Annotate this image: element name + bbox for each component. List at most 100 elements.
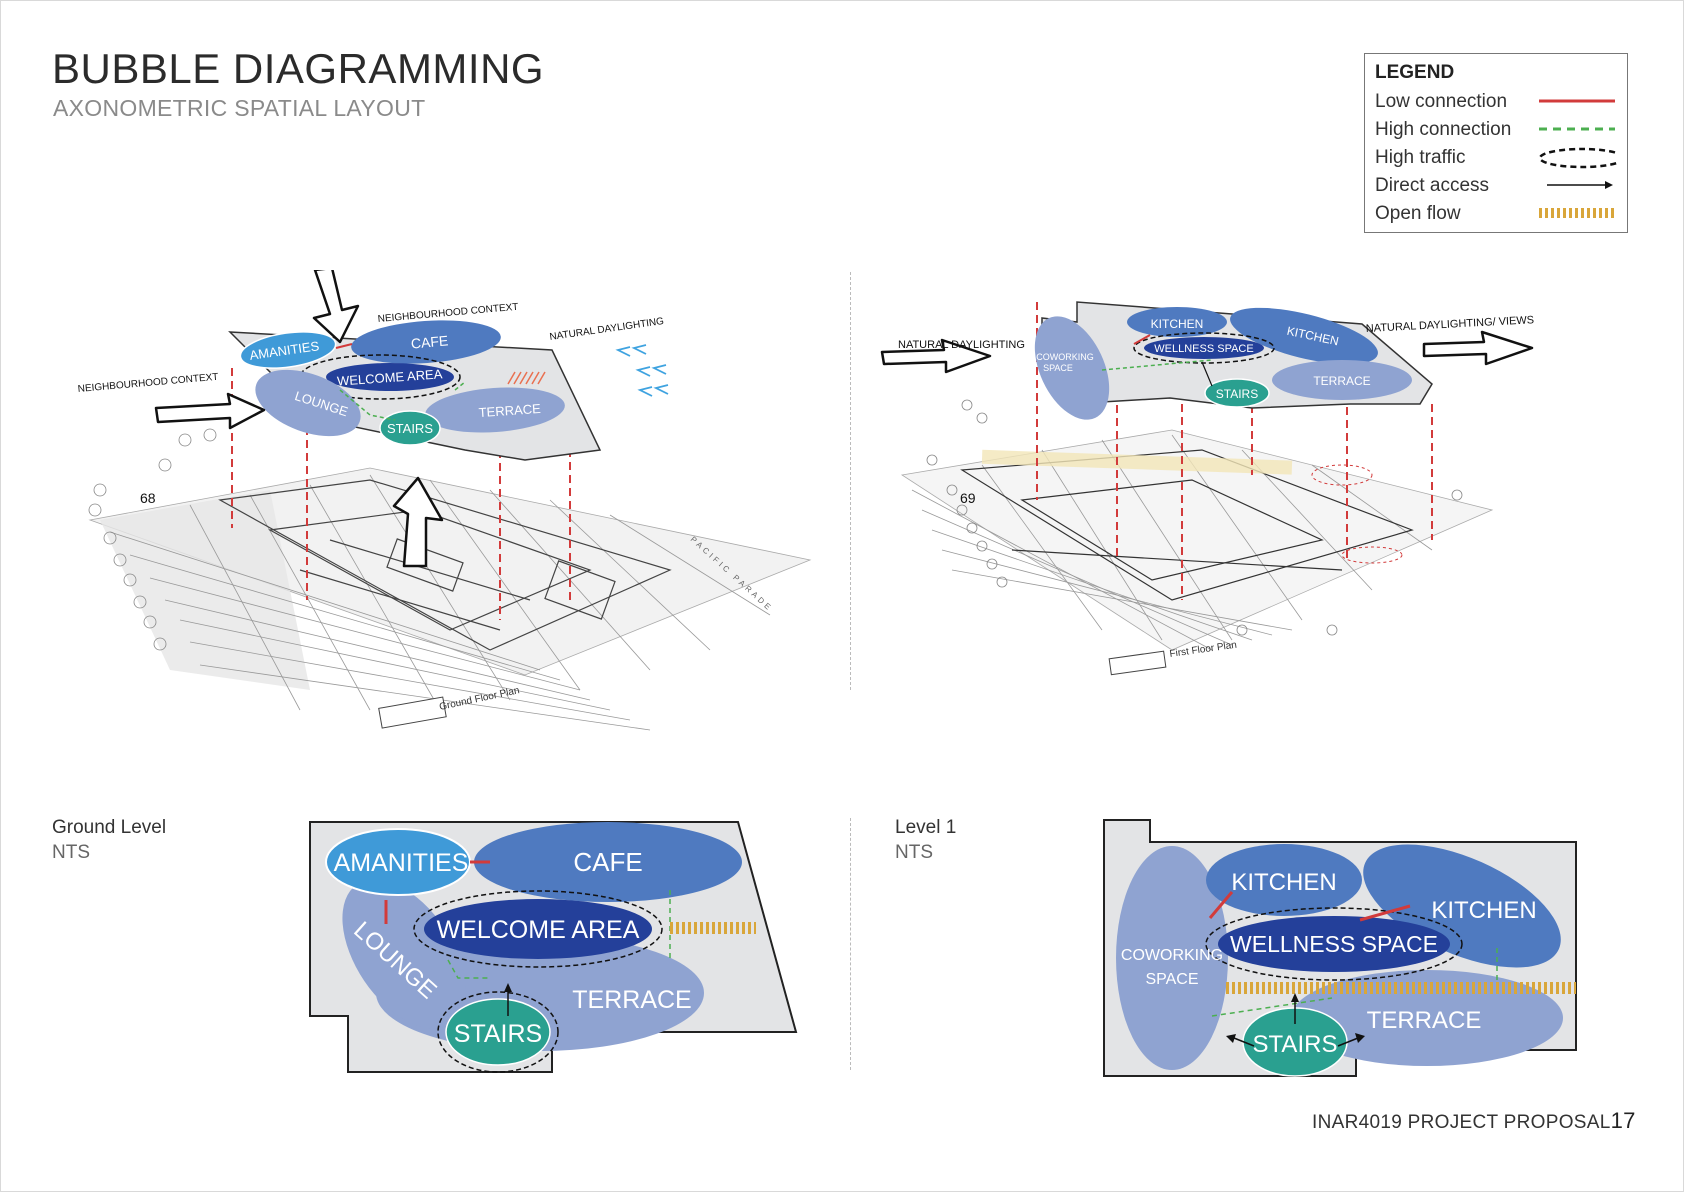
legend-item-high-traffic: High traffic	[1375, 147, 1465, 169]
context-arrow-top-icon	[312, 270, 360, 344]
high-connection-lines	[447, 890, 671, 979]
label-terrace: TERRACE	[572, 986, 691, 1014]
label-stairs: STAIRS	[387, 421, 433, 436]
legend-label: High traffic	[1375, 147, 1466, 168]
divider-top	[850, 272, 851, 690]
label-coworking: COWORKING	[1121, 947, 1223, 964]
ground-floor-plan-drawing	[88, 428, 812, 731]
bubble-amenities	[239, 331, 337, 369]
direct-access-arrow-icon	[504, 983, 512, 1016]
high-traffic-ring	[1205, 907, 1463, 981]
high-traffic-ring	[413, 890, 663, 968]
bubble-terrace	[425, 387, 565, 433]
first-floor-plan-drawing	[900, 399, 1494, 651]
solid-red-line-icon	[1539, 99, 1615, 103]
high-traffic-ring	[299, 354, 461, 400]
axo-ground-diagram: 68 PACIFIC PARADE Ground Floor Plan AMAN…	[77, 270, 812, 731]
low-connection-line	[1359, 904, 1411, 922]
legend-label: Direct access	[1375, 175, 1490, 196]
bubble-wellness	[1144, 337, 1264, 359]
label-wellness: WELLNESS SPACE	[1154, 343, 1253, 355]
page-title: BUBBLE DIAGRAMMING	[52, 45, 545, 92]
level1-diagram: KITCHEN KITCHEN COWORKING SPACE WELLNESS…	[1103, 819, 1577, 1077]
legend-label: Low connection	[1375, 91, 1508, 112]
label-terrace: TERRACE	[1313, 374, 1370, 388]
label-wellness: WELLNESS SPACE	[1230, 931, 1438, 957]
label-terrace: TERRACE	[478, 401, 541, 420]
legend-title: LEGEND	[1375, 62, 1455, 83]
footer: INAR4019 PROJECT PROPOSAL17	[1312, 1108, 1636, 1134]
legend-label: High connection	[1375, 119, 1512, 140]
axo-level1-diagram: 69 First Floor Plan KITCHEN KITCHEN COWO…	[880, 301, 1535, 676]
hatched-bar-icon	[1539, 208, 1615, 218]
legend-item-low-connection: Low connection	[1375, 91, 1507, 113]
bubble-coworking	[1116, 846, 1228, 1070]
label-terrace: TERRACE	[1367, 1007, 1482, 1034]
bubble-welcome	[326, 363, 454, 391]
bubble-kitchen-b	[1230, 307, 1378, 365]
direct-access-arrow-icon	[1226, 993, 1365, 1047]
legend-item-open-flow: Open flow	[1375, 203, 1461, 225]
bubble-stairs	[445, 998, 551, 1066]
legend-label: Open flow	[1375, 203, 1461, 224]
label-cafe: CAFE	[573, 847, 642, 877]
page-subtitle: AXONOMETRIC SPATIAL LAYOUT	[53, 95, 426, 121]
bubble-kitchen-b	[1363, 844, 1561, 968]
high-traffic-ring	[437, 991, 559, 1073]
label-kitchen-b: KITCHEN	[1431, 897, 1536, 924]
bubble-lounge	[255, 369, 361, 437]
bubble-stairs	[1204, 378, 1270, 408]
daylight-arrow-right-icon	[1422, 330, 1534, 366]
label-kitchen-a: KITCHEN	[1151, 317, 1204, 331]
label-stairs: STAIRS	[1216, 387, 1258, 401]
low-connection-line	[1208, 891, 1234, 919]
open-flow-hatch	[507, 371, 546, 385]
footer-project: INAR4019 PROJECT PROPOSAL	[1312, 1112, 1611, 1133]
bubble-kitchen-a	[1206, 844, 1362, 916]
bubble-coworking	[1034, 316, 1110, 420]
context-arrow-up-icon	[392, 476, 444, 568]
label-stairs: STAIRS	[454, 1020, 542, 1048]
label-cafe: CAFE	[410, 332, 449, 351]
plan-title-block: Ground Floor Plan	[378, 685, 521, 729]
legend-item-direct-access: Direct access	[1375, 175, 1489, 197]
label-daylight: NATURAL DAYLIGHTING	[549, 316, 665, 343]
dashed-green-line-icon	[1539, 127, 1615, 131]
bubble-cafe	[351, 320, 501, 364]
high-connection-lines	[1211, 948, 1498, 1017]
ground-level-diagram: AMANITIES CAFE WELCOME AREA LOUNGE TERRA…	[309, 821, 798, 1073]
level1-label: Level 1 NTS	[895, 816, 956, 865]
context-arrow-left-icon	[154, 392, 266, 430]
label-daylight-right: NATURAL DAYLIGHTING/ VIEWS	[1366, 314, 1535, 335]
bubble-welcome	[424, 899, 652, 959]
label-welcome: WELCOME AREA	[337, 366, 444, 388]
ground-level-scale: NTS	[52, 841, 90, 863]
divider-bottom	[850, 818, 851, 1070]
label-stairs: STAIRS	[1253, 1031, 1338, 1058]
high-traffic-ring	[1133, 332, 1275, 364]
label-coworking-space: SPACE	[1043, 363, 1073, 373]
ground-level-label: Ground Level NTS	[52, 816, 166, 865]
plan-title: Ground Floor Plan	[438, 685, 520, 713]
level1-heading: Level 1	[895, 817, 957, 838]
dashed-ellipse-icon	[1538, 147, 1617, 169]
level1-plate-bubbles: KITCHEN KITCHEN COWORKING SPACE WELLNESS…	[1034, 307, 1412, 420]
bubble-cafe	[474, 822, 742, 902]
label-kitchen-a: KITCHEN	[1231, 869, 1336, 896]
label-welcome: WELCOME AREA	[437, 916, 640, 944]
label-context-left: NEIGHBOURHOOD CONTEXT	[77, 372, 219, 395]
bubble-terrace	[1272, 360, 1412, 400]
legend: LEGEND Low connection High connection Hi…	[1364, 53, 1628, 233]
page-number: 17	[1610, 1108, 1636, 1133]
ground-plate-bubbles: AMANITIES CAFE WELCOME AREA LOUNGE TERRA…	[239, 320, 565, 446]
bubble-kitchen-a	[1127, 307, 1227, 337]
ground-level-heading: Ground Level	[52, 817, 167, 838]
level1-scale: NTS	[895, 841, 933, 863]
daylight-arrows-icon	[615, 344, 669, 397]
grid-number-69: 69	[960, 490, 976, 506]
label-coworking: COWORKING	[1036, 352, 1094, 362]
grid-number-68: 68	[140, 490, 156, 506]
label-coworking-space: SPACE	[1145, 971, 1198, 988]
label-amenities: AMANITIES	[334, 849, 469, 877]
label-daylight-left: NATURAL DAYLIGHTING	[898, 339, 1025, 351]
